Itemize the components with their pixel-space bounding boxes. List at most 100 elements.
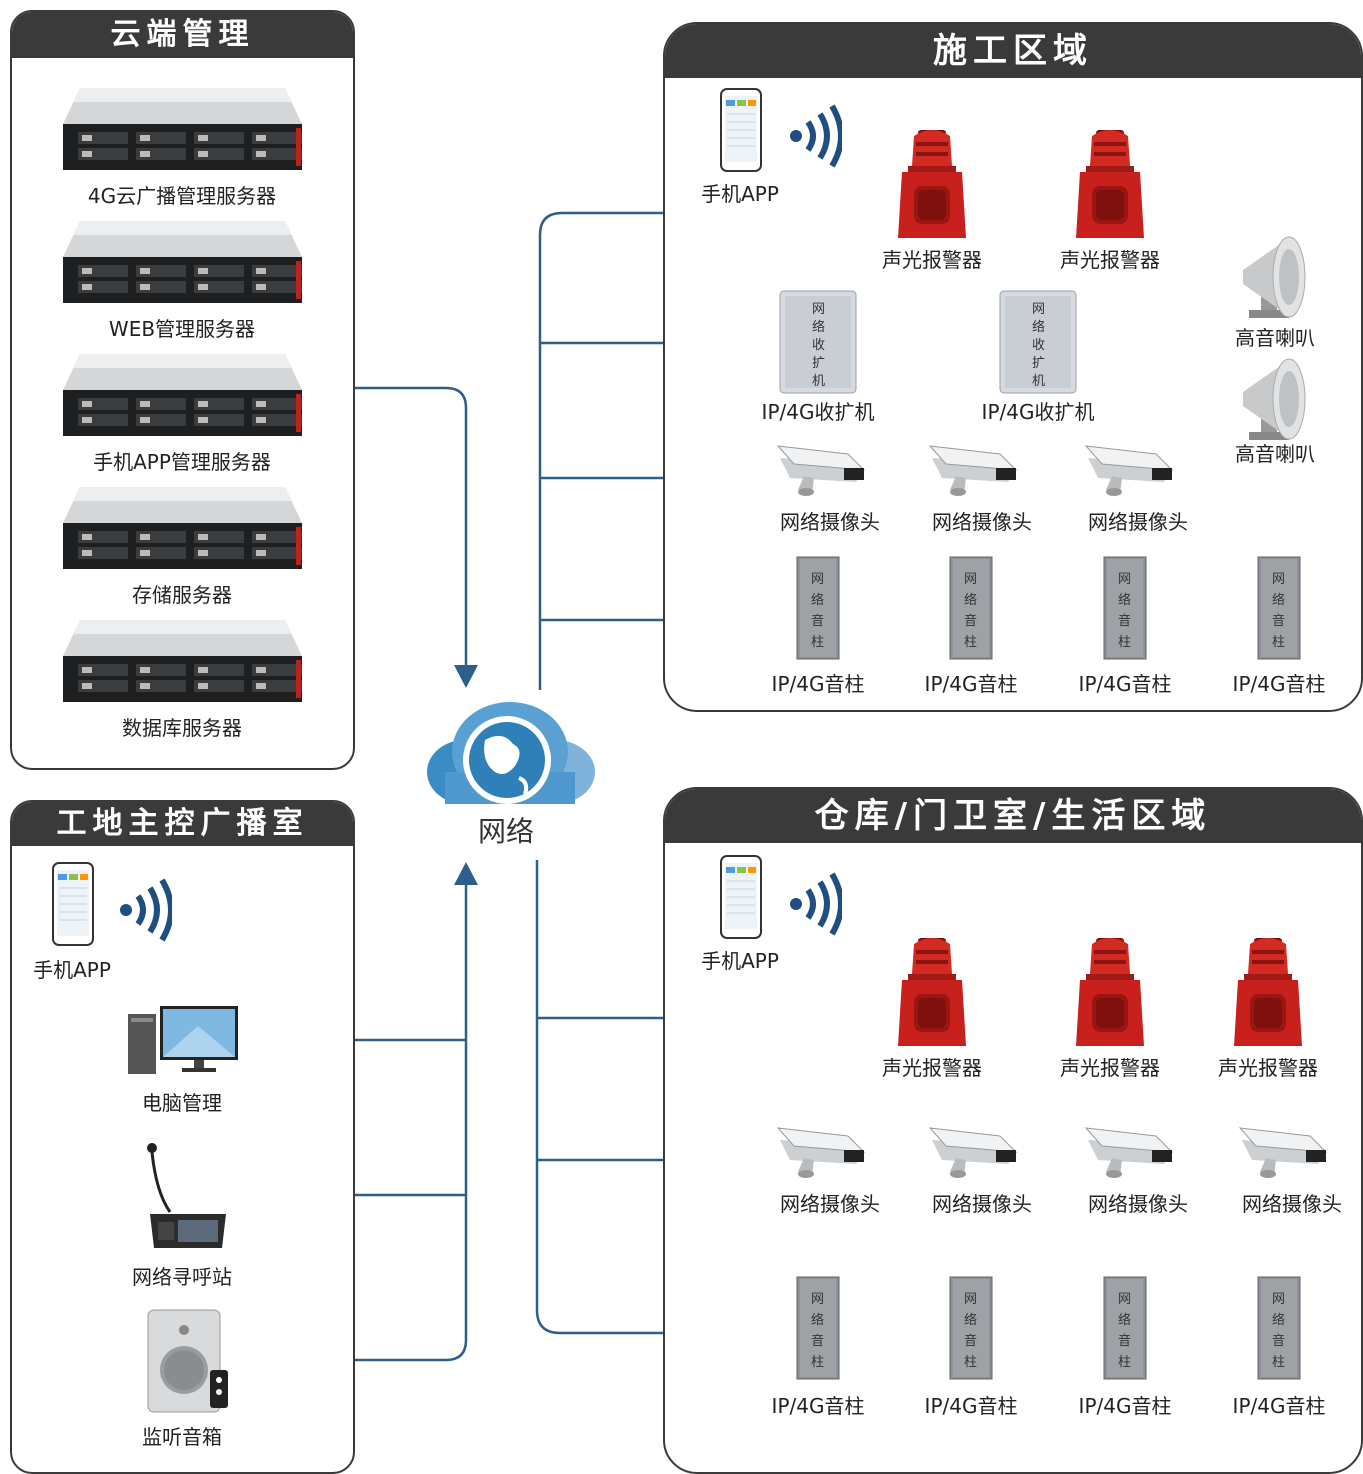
sound-column-text: 音 bbox=[1272, 1334, 1286, 1349]
alarm-icon bbox=[1232, 938, 1304, 1052]
camera-icon bbox=[1230, 1120, 1330, 1184]
amplifier-text: 网 bbox=[1032, 302, 1046, 317]
sound-column-text: 柱 bbox=[1118, 635, 1132, 650]
sound-column-text: 柱 bbox=[964, 1355, 978, 1370]
wifi-signal-icon bbox=[788, 872, 844, 940]
alarm-icon bbox=[896, 938, 968, 1052]
computer-icon bbox=[128, 1006, 240, 1080]
amplifier-text: 络 bbox=[1032, 320, 1046, 335]
amplifier-text: 扩 bbox=[812, 356, 826, 371]
server-icon bbox=[60, 620, 305, 706]
sound-column-text: 音 bbox=[811, 614, 825, 629]
sound-column-icon bbox=[949, 1276, 993, 1384]
sound-column-text: 络 bbox=[811, 593, 825, 608]
sound-column-text: 柱 bbox=[1272, 1355, 1286, 1370]
monitor-label: 监听音箱 bbox=[142, 1425, 222, 1449]
sound-column-text: 柱 bbox=[964, 635, 978, 650]
sound-column-text: 络 bbox=[811, 1313, 825, 1328]
phone-app-label: 手机APP bbox=[701, 949, 779, 973]
server-icon bbox=[60, 88, 305, 174]
camera-label: 网络摄像头 bbox=[932, 510, 1032, 534]
sound-column-text: 音 bbox=[1118, 1334, 1132, 1349]
alarm-label: 声光报警器 bbox=[1060, 248, 1160, 272]
sound-column-text: 柱 bbox=[811, 635, 825, 650]
server-label: 存储服务器 bbox=[132, 583, 232, 607]
sound-column-label: IP/4G音柱 bbox=[1078, 672, 1172, 696]
sound-column-text: 络 bbox=[1118, 1313, 1132, 1328]
network-cloud-icon bbox=[415, 700, 597, 814]
amplifier-icon bbox=[779, 290, 857, 398]
camera-icon bbox=[920, 1120, 1020, 1184]
panel-title: 施工区域 bbox=[665, 24, 1361, 78]
sound-column-label: IP/4G音柱 bbox=[1232, 672, 1326, 696]
server-label: 数据库服务器 bbox=[122, 716, 242, 740]
server-icon bbox=[60, 487, 305, 573]
phone-app-label: 手机APP bbox=[33, 958, 111, 982]
sound-column-icon bbox=[796, 556, 840, 664]
alarm-icon bbox=[1074, 938, 1146, 1052]
horn-speaker-icon bbox=[1239, 352, 1311, 448]
camera-icon bbox=[1076, 438, 1176, 502]
sound-column-text: 网 bbox=[1272, 1292, 1286, 1307]
panel-title: 云端管理 bbox=[12, 12, 353, 58]
alarm-label: 声光报警器 bbox=[882, 1056, 982, 1080]
phone-icon bbox=[720, 855, 762, 943]
sound-column-label: IP/4G音柱 bbox=[771, 672, 865, 696]
amplifier-text: 络 bbox=[812, 320, 826, 335]
server-icon bbox=[60, 354, 305, 440]
panel-title: 工地主控广播室 bbox=[12, 802, 353, 846]
camera-icon bbox=[768, 1120, 868, 1184]
sound-column-text: 网 bbox=[1118, 1292, 1132, 1307]
sound-column-label: IP/4G音柱 bbox=[924, 1394, 1018, 1418]
sound-column-icon bbox=[796, 1276, 840, 1384]
horn-speaker-icon bbox=[1239, 230, 1311, 326]
sound-column-icon bbox=[1257, 556, 1301, 664]
amplifier-label: IP/4G收扩机 bbox=[981, 400, 1095, 424]
sound-column-icon bbox=[949, 556, 993, 664]
alarm-icon bbox=[896, 130, 968, 244]
amplifier-text: 网 bbox=[812, 302, 826, 317]
amplifier-text: 机 bbox=[812, 374, 826, 389]
server-label: WEB管理服务器 bbox=[108, 317, 256, 341]
camera-label: 网络摄像头 bbox=[780, 510, 880, 534]
sound-column-label: IP/4G音柱 bbox=[1232, 1394, 1326, 1418]
camera-label: 网络摄像头 bbox=[932, 1192, 1032, 1216]
camera-label: 网络摄像头 bbox=[1088, 510, 1188, 534]
sound-column-text: 络 bbox=[964, 1313, 978, 1328]
wifi-signal-icon bbox=[118, 878, 174, 946]
sound-column-text: 音 bbox=[811, 1334, 825, 1349]
sound-column-text: 音 bbox=[964, 614, 978, 629]
camera-icon bbox=[768, 438, 868, 502]
alarm-label: 声光报警器 bbox=[1060, 1056, 1160, 1080]
sound-column-text: 网 bbox=[1272, 572, 1286, 587]
sound-column-text: 络 bbox=[964, 593, 978, 608]
camera-icon bbox=[1076, 1120, 1176, 1184]
monitor-speaker-icon bbox=[146, 1308, 232, 1418]
horn-label: 高音喇叭 bbox=[1235, 442, 1315, 466]
phone-icon bbox=[52, 862, 94, 950]
server-icon bbox=[60, 221, 305, 307]
alarm-icon bbox=[1074, 130, 1146, 244]
sound-column-text: 音 bbox=[1272, 614, 1286, 629]
camera-label: 网络摄像头 bbox=[1242, 1192, 1342, 1216]
amplifier-text: 收 bbox=[812, 338, 826, 353]
sound-column-text: 网 bbox=[811, 572, 825, 587]
phone-icon bbox=[720, 88, 762, 176]
horn-label: 高音喇叭 bbox=[1235, 326, 1315, 350]
amplifier-text: 扩 bbox=[1032, 356, 1046, 371]
sound-column-icon bbox=[1257, 1276, 1301, 1384]
amplifier-text: 收 bbox=[1032, 338, 1046, 353]
alarm-label: 声光报警器 bbox=[1218, 1056, 1318, 1080]
sound-column-text: 音 bbox=[964, 1334, 978, 1349]
camera-icon bbox=[920, 438, 1020, 502]
phone-app-label: 手机APP bbox=[701, 182, 779, 206]
sound-column-text: 网 bbox=[1118, 572, 1132, 587]
sound-column-text: 柱 bbox=[1272, 635, 1286, 650]
server-label: 4G云广播管理服务器 bbox=[87, 184, 277, 208]
sound-column-text: 络 bbox=[1272, 1313, 1286, 1328]
panel-title: 仓库/门卫室/生活区域 bbox=[665, 789, 1361, 843]
amplifier-text: 机 bbox=[1032, 374, 1046, 389]
sound-column-text: 络 bbox=[1272, 593, 1286, 608]
paging-label: 网络寻呼站 bbox=[132, 1265, 232, 1289]
sound-column-text: 网 bbox=[964, 572, 978, 587]
